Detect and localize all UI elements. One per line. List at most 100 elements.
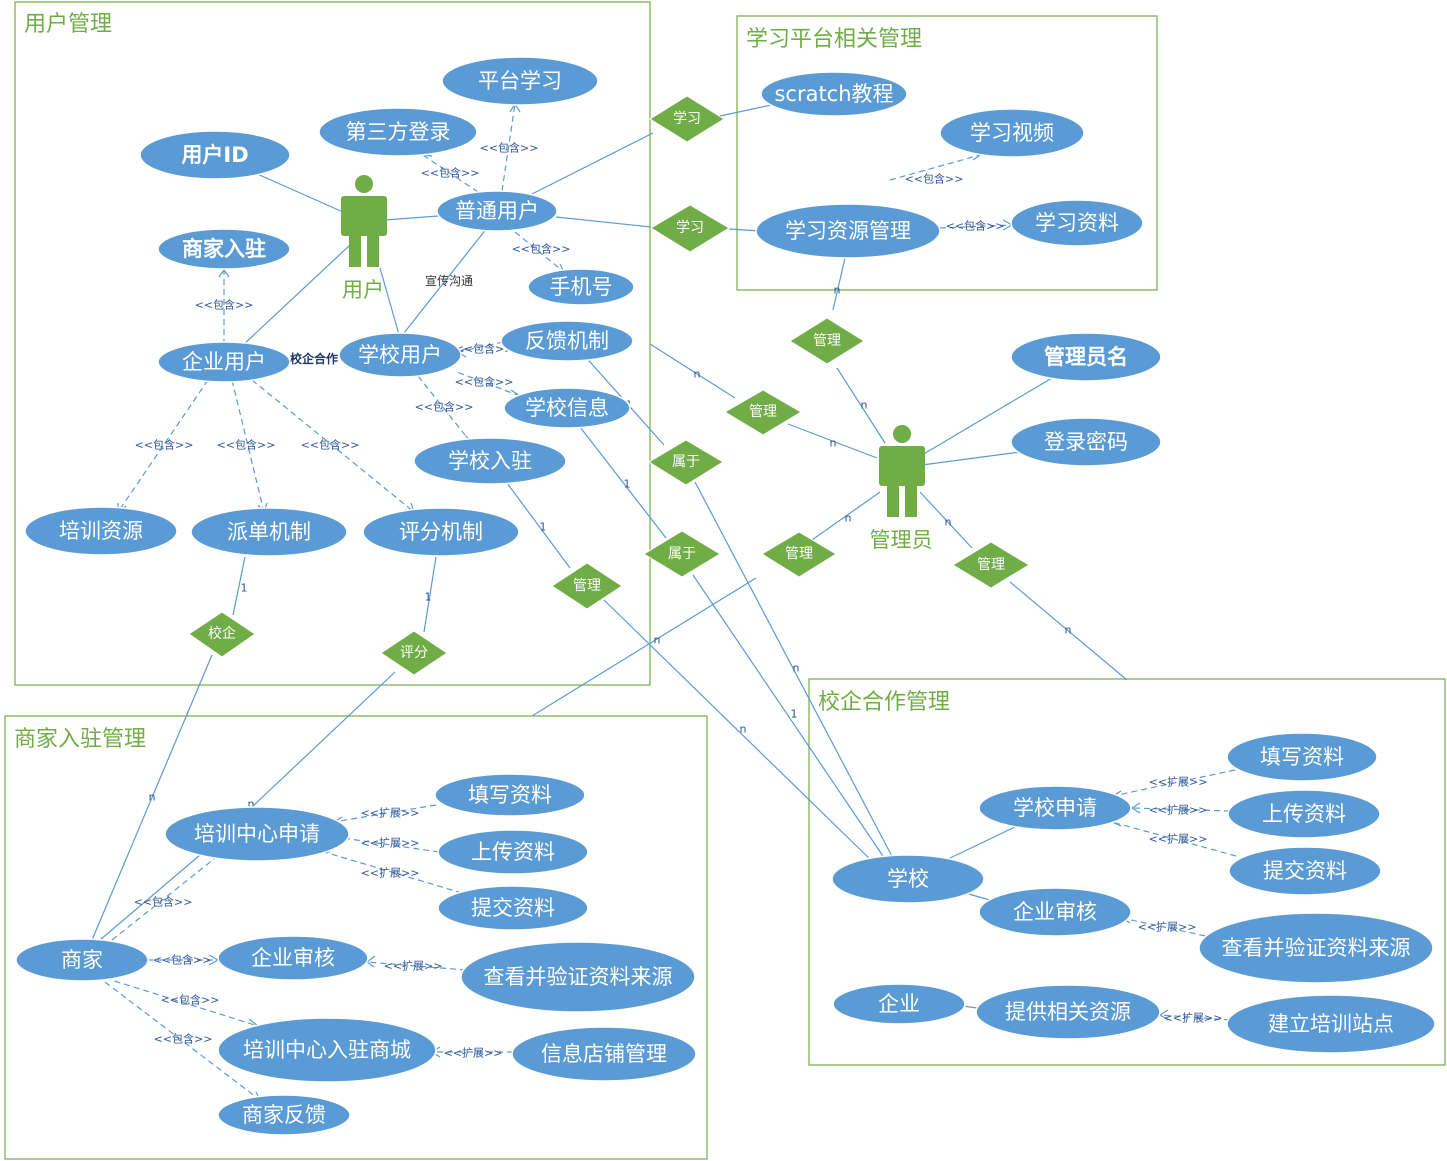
relation-belong-1: 属于 <box>648 439 724 486</box>
frame-school-enterprise-management <box>808 678 1446 1066</box>
use-case-center-join-mall: 培训中心入驻商城 <box>217 1017 437 1083</box>
svg-text:用户ID: 用户ID <box>181 143 248 167</box>
include-label: <<包含>> <box>161 993 220 1007</box>
include-label: <<包含>> <box>415 400 474 414</box>
use-case-phone: 手机号 <box>527 268 635 306</box>
extend-label: <<扩展>> <box>1138 920 1197 934</box>
include-label: <<包含>> <box>134 895 193 909</box>
association-lines <box>91 101 1128 1009</box>
svg-text:查看并验证资料来源: 查看并验证资料来源 <box>484 965 673 989</box>
relation-manage-1: 管理 <box>789 317 865 365</box>
svg-text:平台学习: 平台学习 <box>478 69 562 93</box>
use-case-rating: 评分机制 <box>362 507 520 557</box>
include-label: <<包含>> <box>135 438 194 452</box>
multiplicity: 1 <box>540 521 547 534</box>
include-label: <<包含>> <box>512 242 571 256</box>
relation-belong-2: 属于 <box>643 530 721 578</box>
svg-text:反馈机制: 反馈机制 <box>525 329 609 353</box>
use-case-build-station: 建立培训站点 <box>1226 994 1436 1054</box>
multiplicity: n <box>694 368 701 381</box>
extend-label: <<扩展>> <box>361 806 420 820</box>
use-case-enterprise-review-school: 企业审核 <box>978 887 1132 937</box>
svg-text:第三方登录: 第三方登录 <box>346 120 451 144</box>
relation-manage-3: 管理 <box>761 531 837 578</box>
multiplicity: n <box>830 437 837 450</box>
admin-actor-icon <box>879 425 925 517</box>
include-label: <<包含>> <box>195 298 254 312</box>
svg-text:提交资料: 提交资料 <box>1263 859 1347 883</box>
multiplicity: n <box>834 284 841 297</box>
svg-text:管理员名: 管理员名 <box>1044 345 1128 369</box>
relation-manage-4: 管理 <box>952 541 1030 589</box>
include-label: <<包含>> <box>217 438 276 452</box>
use-case-school-info: 学校信息 <box>503 387 631 429</box>
use-case-fill-in-merchant: 填写资料 <box>434 773 586 817</box>
relation-study-2: 学习 <box>650 204 730 253</box>
svg-text:属于: 属于 <box>668 546 696 562</box>
use-case-submit-merchant: 提交资料 <box>437 885 589 931</box>
include-label: <<包含>> <box>455 342 514 356</box>
svg-text:提供相关资源: 提供相关资源 <box>1005 1000 1131 1024</box>
multiplicity: n <box>149 791 156 804</box>
include-label: <<包含>> <box>905 172 964 186</box>
extend-label: <<扩展>> <box>1164 1011 1223 1025</box>
use-case-user-id: 用户ID <box>139 130 291 180</box>
use-case-normal-user: 普通用户 <box>436 190 558 232</box>
include-label: <<包含>> <box>946 219 1005 233</box>
svg-text:查看并验证资料来源: 查看并验证资料来源 <box>1222 936 1411 960</box>
svg-text:学校申请: 学校申请 <box>1013 796 1097 820</box>
svg-text:评分机制: 评分机制 <box>399 520 483 544</box>
svg-text:上传资料: 上传资料 <box>1262 802 1346 826</box>
svg-text:填写资料: 填写资料 <box>468 783 552 807</box>
svg-text:学习资料: 学习资料 <box>1035 211 1119 235</box>
svg-text:登录密码: 登录密码 <box>1044 430 1128 454</box>
svg-text:学校: 学校 <box>887 867 929 891</box>
use-case-shop-management: 信息店铺管理 <box>511 1026 697 1082</box>
use-case-study-video: 学习视频 <box>939 108 1085 158</box>
svg-text:属于: 属于 <box>672 454 700 470</box>
svg-text:商家入驻: 商家入驻 <box>182 237 266 261</box>
use-case-merchant-join: 商家入驻 <box>157 228 291 270</box>
use-case-fill-in-school: 填写资料 <box>1226 732 1378 782</box>
multiplicity: 1 <box>241 582 248 595</box>
svg-text:管理: 管理 <box>785 546 813 562</box>
svg-text:手机号: 手机号 <box>550 275 613 299</box>
use-case-upload-school: 上传资料 <box>1227 789 1381 839</box>
svg-text:学习: 学习 <box>676 220 704 236</box>
svg-text:派单机制: 派单机制 <box>227 520 311 544</box>
use-case-school: 学校 <box>831 854 985 904</box>
svg-text:管理: 管理 <box>573 578 601 594</box>
svg-text:培训资源: 培训资源 <box>59 519 143 543</box>
svg-text:企业审核: 企业审核 <box>1013 900 1097 924</box>
svg-text:学校信息: 学校信息 <box>525 396 609 420</box>
multiplicity: 1 <box>791 708 798 721</box>
svg-text:管理: 管理 <box>977 557 1005 573</box>
actor-label-user: 用户 <box>342 278 384 302</box>
use-case-study-material: 学习资料 <box>1010 199 1144 247</box>
use-case-login-password: 登录密码 <box>1010 417 1162 467</box>
multiplicity: n <box>861 399 868 412</box>
svg-text:学习: 学习 <box>673 111 701 127</box>
svg-text:学校用户: 学校用户 <box>358 343 442 367</box>
include-label: <<包含>> <box>480 141 539 155</box>
use-case-dispatch: 派单机制 <box>190 507 348 557</box>
extend-label: <<扩展>> <box>1149 775 1208 789</box>
relation-score: 评分 <box>380 630 448 676</box>
relation-study-1: 学习 <box>649 95 725 143</box>
include-label: <<包含>> <box>455 375 514 389</box>
svg-text:提交资料: 提交资料 <box>471 896 555 920</box>
use-case-upload-merchant: 上传资料 <box>437 829 589 875</box>
svg-text:学习视频: 学习视频 <box>970 121 1054 145</box>
svg-text:管理: 管理 <box>749 404 777 420</box>
svg-text:学校入驻: 学校入驻 <box>448 449 532 473</box>
multiplicity: 1 <box>624 478 631 491</box>
svg-text:管理: 管理 <box>813 333 841 349</box>
use-case-provide-resource: 提供相关资源 <box>975 984 1161 1040</box>
svg-text:建立培训站点: 建立培训站点 <box>1268 1012 1394 1036</box>
multiplicity: 1 <box>425 591 432 604</box>
use-case-third-party-login: 第三方登录 <box>318 107 478 157</box>
use-case-merchant-feedback: 商家反馈 <box>217 1094 351 1136</box>
extend-label: <<扩展>> <box>361 866 420 880</box>
svg-text:培训中心入驻商城: 培训中心入驻商城 <box>243 1038 411 1062</box>
use-case-enterprise-user: 企业用户 <box>157 341 291 383</box>
